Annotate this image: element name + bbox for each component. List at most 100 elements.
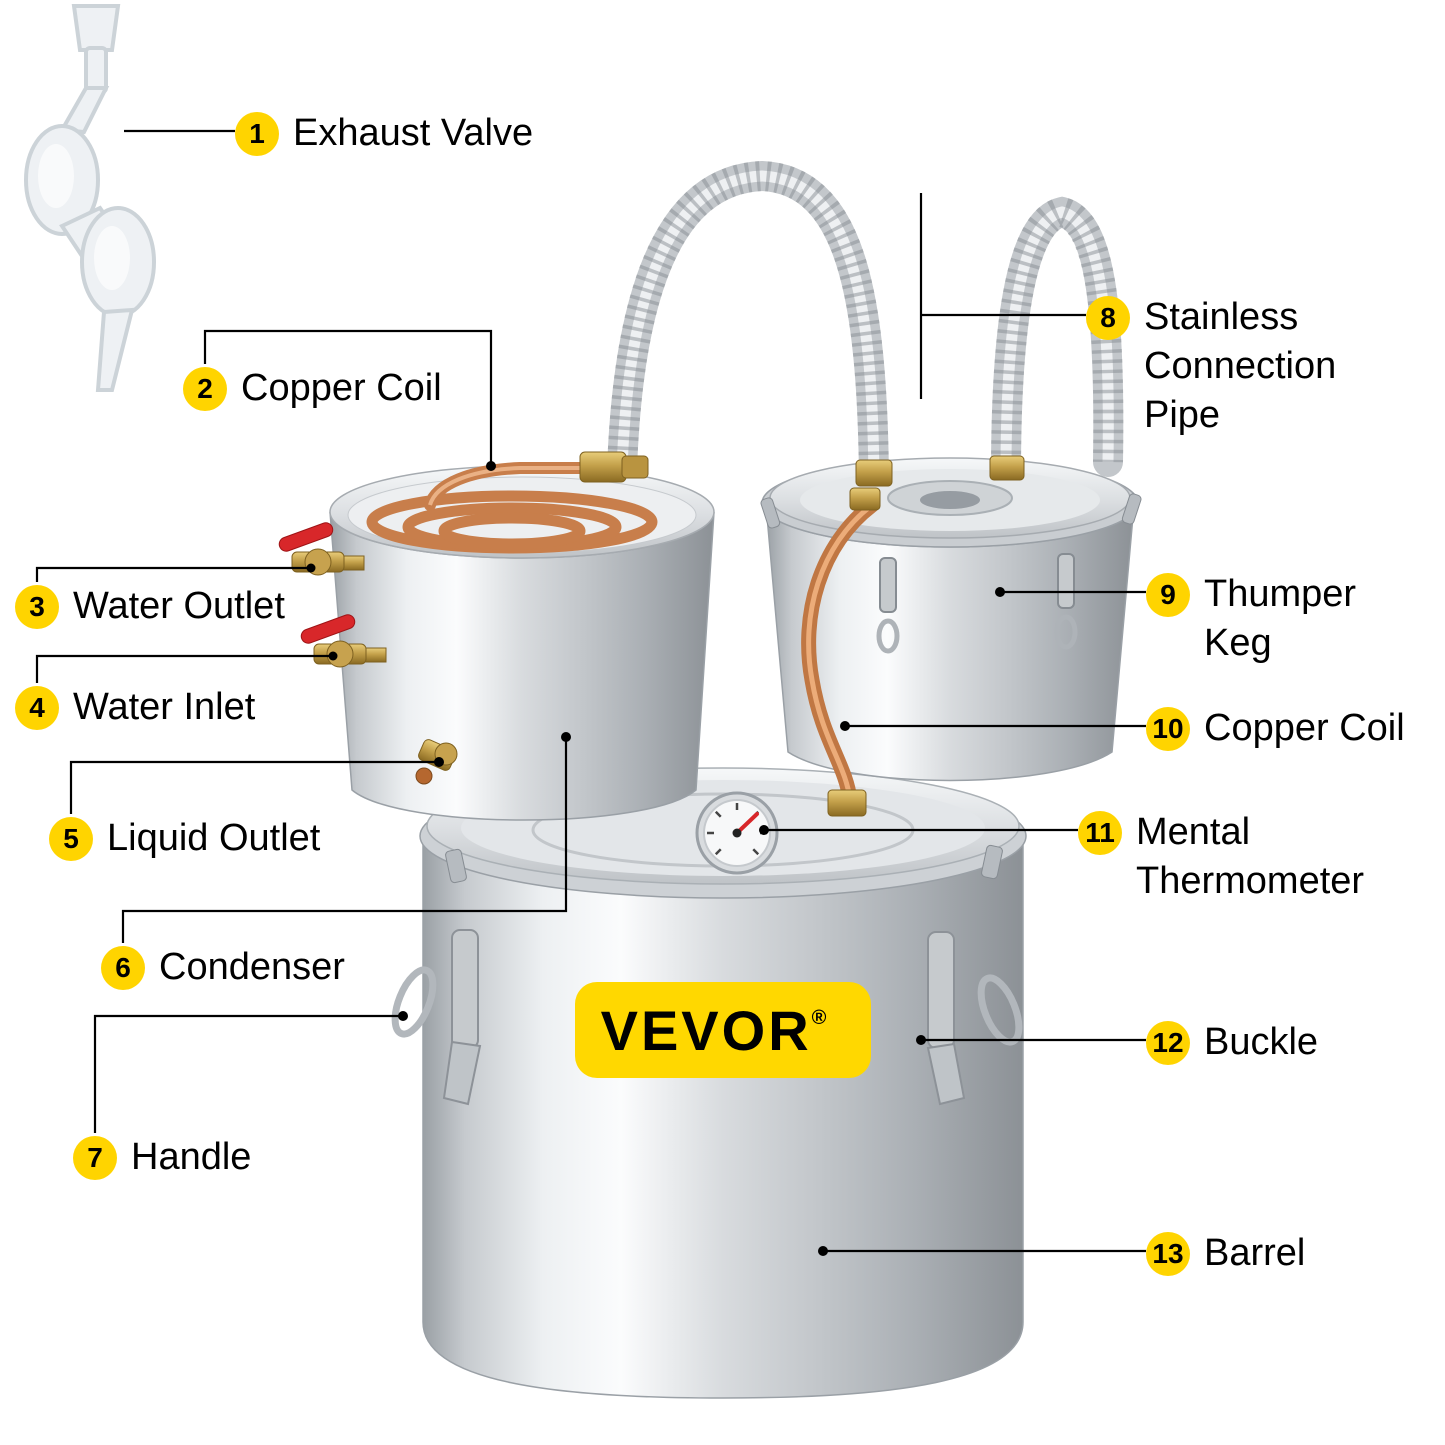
callout-text: Water Inlet <box>73 686 256 728</box>
water-outlet-lever <box>278 522 334 552</box>
callout-barrel: 13 Barrel <box>1146 1229 1305 1278</box>
callout-badge: 9 <box>1146 573 1190 617</box>
callout-copper-coil-2: 10 Copper Coil <box>1146 704 1405 753</box>
leader-dot <box>916 1035 926 1045</box>
pipe-union-condenser-nut <box>621 455 649 479</box>
thumper-clamp-right <box>1057 553 1075 609</box>
airlock-exhaust-valve-sketch <box>24 3 156 392</box>
leader-dot <box>840 721 850 731</box>
callout-badge: 3 <box>15 585 59 629</box>
leader-dot <box>759 825 769 835</box>
barrel-rim-latch-right <box>981 844 1003 880</box>
callout-text: Liquid Outlet <box>107 817 321 859</box>
handle-ring-left <box>391 966 437 1038</box>
copper-downpipe-highlight <box>806 503 874 801</box>
leader-dots <box>306 461 1005 1256</box>
leader-5 <box>69 760 439 814</box>
thumper-clamp-left <box>879 557 897 613</box>
buckles <box>391 929 1023 1106</box>
leader-dot <box>995 587 1005 597</box>
stainless-connection-pipes <box>607 160 1124 493</box>
thermometer-needle <box>735 812 759 835</box>
callout-text: Handle <box>131 1136 252 1178</box>
callout-text: Mental Thermometer <box>1136 811 1365 902</box>
callout-copper-coil: 2 Copper Coil <box>183 364 442 413</box>
callout-badge: 4 <box>15 686 59 730</box>
flex-pipe-left-highlight <box>616 170 880 479</box>
callout-text: Barrel <box>1204 1232 1306 1274</box>
thumper-lid-hook-left <box>760 497 781 529</box>
thumper-clamp-ring-left <box>876 618 900 654</box>
callout-thumper-keg: 9 Thumper Keg <box>1146 570 1356 668</box>
pipe-fitting-thumper-right <box>989 455 1025 481</box>
condenser <box>329 451 715 821</box>
callout-badge: 10 <box>1146 707 1190 751</box>
vevor-logo-text: VEVOR® <box>601 999 830 1062</box>
copper-coil-exit-highlight <box>428 466 592 506</box>
vevor-logo-bg <box>575 982 871 1078</box>
leader-dot <box>561 732 571 742</box>
callout-badge: 6 <box>101 946 145 990</box>
barrel-body <box>422 839 1024 1399</box>
pipe-fitting-thumper-left <box>855 459 893 487</box>
callout-badge: 11 <box>1078 811 1122 855</box>
callout-liquid-outlet: 5 Liquid Outlet <box>49 814 320 863</box>
leader-4 <box>35 654 333 683</box>
thermometer-hub <box>732 828 742 838</box>
buckle-right-lever <box>926 1042 966 1106</box>
buckle-left-lever <box>442 1040 482 1106</box>
airlock-highlight-2 <box>94 226 130 290</box>
leader-2 <box>203 329 493 466</box>
water-inlet-hex <box>326 640 354 668</box>
airlock-cap <box>71 3 121 52</box>
buckle-right-strip <box>927 931 955 1049</box>
callout-exhaust-valve: 1 Exhaust Valve <box>235 109 533 158</box>
callout-text: Stainless Connection Pipe <box>1144 296 1337 436</box>
callout-text: Thumper Keg <box>1204 573 1357 664</box>
callout-badge: 13 <box>1146 1232 1190 1276</box>
callout-text: Water Outlet <box>73 585 285 627</box>
callout-water-inlet: 4 Water Inlet <box>15 683 255 732</box>
water-inlet-lever <box>300 614 356 644</box>
callout-text: Copper Coil <box>1204 707 1405 749</box>
airlock-highlight-1 <box>38 144 74 208</box>
callout-stainless-connection-pipe: 8 Stainless Connection Pipe <box>1086 293 1336 440</box>
callout-badge: 5 <box>49 817 93 861</box>
airlock-neck <box>84 46 108 94</box>
handle-ring-right <box>977 974 1023 1046</box>
thermometer <box>695 791 779 875</box>
leader-7 <box>93 1014 403 1133</box>
callout-badge: 8 <box>1086 296 1130 340</box>
flex-pipe-right-highlight <box>1000 206 1114 475</box>
callout-condenser: 6 Condenser <box>101 943 345 992</box>
thumper-funnel-hole <box>920 491 980 509</box>
leader-dot <box>486 461 496 471</box>
copper-downpipe-nut <box>849 487 881 511</box>
copper-coil-ring-inner <box>438 512 586 550</box>
leader-dot <box>434 757 444 767</box>
leader-3 <box>35 566 311 582</box>
thumper-lid-hook-right <box>1121 493 1142 525</box>
callout-water-outlet: 3 Water Outlet <box>15 582 285 631</box>
leader-dot <box>398 1011 408 1021</box>
thumper-keg <box>760 455 1142 782</box>
liquid-outlet-tip <box>415 767 433 785</box>
leader-dot <box>328 651 338 661</box>
callout-text: Exhaust Valve <box>293 112 534 154</box>
pipe-union-condenser <box>579 451 627 483</box>
copper-downpipe <box>801 487 881 817</box>
thumper-clamp-ring-right <box>1054 614 1078 650</box>
callout-badge: 12 <box>1146 1021 1190 1065</box>
airlock-stem <box>95 307 135 392</box>
leader-lines <box>35 129 1146 1253</box>
leader-6 <box>121 737 568 943</box>
callout-badge: 2 <box>183 367 227 411</box>
callout-text: Condenser <box>159 946 345 988</box>
callout-mental-thermometer: 11 Mental Thermometer <box>1078 808 1364 906</box>
barrel-rim-latch-left <box>445 848 467 884</box>
leader-dot <box>306 563 316 573</box>
valves <box>278 522 458 785</box>
copper-downpipe-elbow <box>827 789 867 817</box>
